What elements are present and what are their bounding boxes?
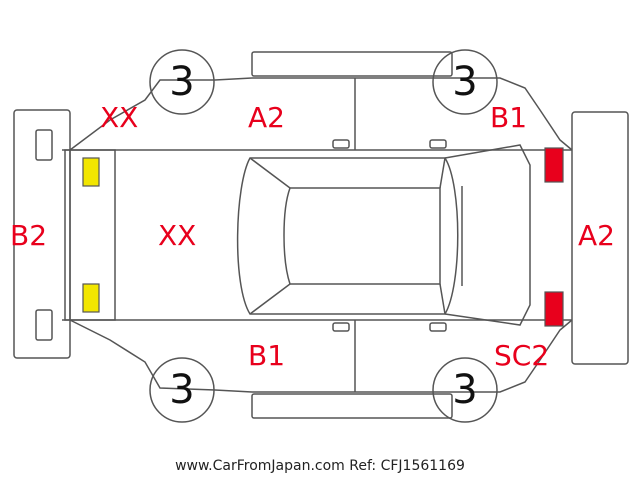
front-lamp-top <box>544 147 564 183</box>
windshield-outline <box>444 144 531 326</box>
wheel-front-left <box>149 49 215 115</box>
body-top-contour <box>69 77 573 151</box>
cabin-outline <box>236 157 459 315</box>
rear-lamp-bottom <box>82 283 100 313</box>
front-bumper-outline <box>571 111 629 365</box>
rear-panel <box>64 149 116 321</box>
rear-bumper-light-bottom <box>35 309 53 341</box>
bottom-side-trim <box>251 393 453 419</box>
damage-code-front-left-door: A2 <box>248 101 285 134</box>
door-handle-1 <box>332 139 350 149</box>
damage-code-rear-right-door: SC2 <box>494 339 550 372</box>
damage-code-front-bumper: A2 <box>578 219 615 252</box>
rear-lamp-top <box>82 157 100 187</box>
tire-grade-rear-right: 3 <box>452 367 478 413</box>
door-handle-4 <box>429 322 447 332</box>
wheel-rear-right <box>432 357 498 423</box>
body-center-lines <box>62 149 572 321</box>
pillar-lines <box>249 157 446 315</box>
damage-code-front-hood: XX <box>158 219 197 252</box>
body-bottom-contour <box>69 319 573 393</box>
door-handle-3 <box>332 322 350 332</box>
tire-grade-rear-left: 3 <box>169 367 195 413</box>
wheel-front-right <box>432 49 498 115</box>
damage-code-front-right-door: B1 <box>248 339 286 372</box>
front-lamp-bottom <box>544 291 564 327</box>
tire-grade-front-left: 3 <box>169 59 195 105</box>
damage-code-rear-bumper: B2 <box>10 219 48 252</box>
rear-bumper-light-top <box>35 129 53 161</box>
damage-code-front-left-corner: XX <box>100 101 139 134</box>
reference-footer: www.CarFromJapan.com Ref: CFJ1561169 <box>175 458 465 474</box>
damage-code-rear-left-door: B1 <box>490 101 528 134</box>
door-handle-2 <box>429 139 447 149</box>
wheel-rear-left <box>149 357 215 423</box>
top-side-trim <box>251 51 453 77</box>
tire-grade-front-right: 3 <box>452 59 478 105</box>
roof-outline <box>283 187 441 285</box>
